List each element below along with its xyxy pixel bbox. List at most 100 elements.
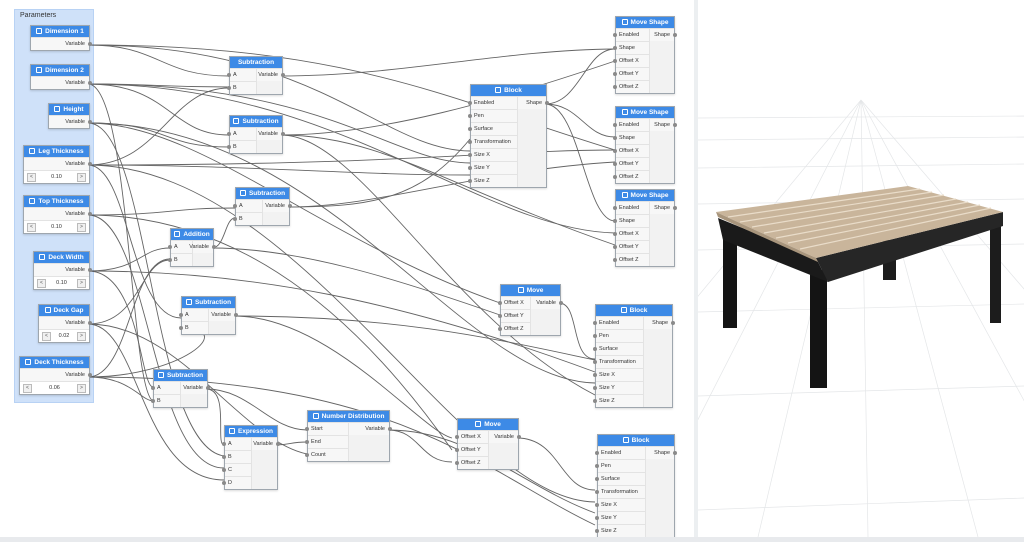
output-port[interactable] <box>88 373 92 377</box>
input-port[interactable] <box>613 162 617 166</box>
input-port[interactable] <box>222 468 226 472</box>
decrement-button[interactable]: < <box>27 223 36 232</box>
leg-thickness-node[interactable]: Leg Thickness Variable <0.10> <box>23 145 92 184</box>
input-port[interactable] <box>227 86 231 90</box>
output-port[interactable] <box>206 386 210 390</box>
input-port[interactable] <box>595 477 599 481</box>
height-node[interactable]: Height Variable <box>48 103 92 129</box>
input-port[interactable] <box>468 140 472 144</box>
node-header[interactable]: Block <box>598 435 674 446</box>
output-port[interactable] <box>671 321 675 325</box>
node-header[interactable]: Subtraction <box>154 370 207 381</box>
node-header[interactable]: Move <box>501 285 560 296</box>
node-header[interactable]: Subtraction <box>236 188 289 199</box>
value-stepper[interactable]: <0.06> <box>20 381 89 394</box>
input-port[interactable] <box>305 427 309 431</box>
input-port[interactable] <box>233 217 237 221</box>
move-node-2[interactable]: Move Offset X Offset Y Offset Z Variable <box>455 418 521 470</box>
input-port[interactable] <box>595 503 599 507</box>
move-shape-node-3[interactable]: Move Shape Enabled Shape Offset X Offset… <box>613 189 677 267</box>
input-port[interactable] <box>468 114 472 118</box>
input-port[interactable] <box>455 435 459 439</box>
input-port[interactable] <box>593 321 597 325</box>
node-header[interactable]: Deck Thickness <box>20 357 89 368</box>
input-port[interactable] <box>613 219 617 223</box>
input-port[interactable] <box>227 145 231 149</box>
input-port[interactable] <box>595 516 599 520</box>
input-port[interactable] <box>595 490 599 494</box>
input-port[interactable] <box>613 46 617 50</box>
block-node-2[interactable]: Block Enabled Pen Surface Transformation… <box>593 304 675 408</box>
input-port[interactable] <box>455 448 459 452</box>
stepper-value[interactable]: 0.10 <box>56 280 67 286</box>
node-header[interactable]: Move Shape <box>616 17 674 28</box>
input-port[interactable] <box>227 132 231 136</box>
input-port[interactable] <box>613 136 617 140</box>
dimension2-node[interactable]: Dimension 2 Variable <box>30 64 92 90</box>
move-node-1[interactable]: Move Offset X Offset Y Offset Z Variable <box>498 284 563 336</box>
node-header[interactable]: Top Thickness <box>24 196 89 207</box>
deck-gap-node[interactable]: Deck Gap Variable <0.02> <box>38 304 92 343</box>
input-port[interactable] <box>468 153 472 157</box>
output-port[interactable] <box>88 268 92 272</box>
move-shape-node-1[interactable]: Move Shape Enabled Shape Offset X Offset… <box>613 16 677 94</box>
input-port[interactable] <box>595 464 599 468</box>
input-port[interactable] <box>222 455 226 459</box>
input-port[interactable] <box>613 33 617 37</box>
stepper-value[interactable]: 0.10 <box>51 224 62 230</box>
output-port[interactable] <box>212 245 216 249</box>
top-thickness-node[interactable]: Top Thickness Variable <0.10> <box>23 195 92 234</box>
input-port[interactable] <box>222 442 226 446</box>
node-header[interactable]: Leg Thickness <box>24 146 89 157</box>
subtraction-node-4[interactable]: Subtraction A B Variable <box>179 296 238 335</box>
input-port[interactable] <box>305 440 309 444</box>
node-header[interactable]: Move <box>458 419 518 430</box>
input-port[interactable] <box>613 258 617 262</box>
output-port[interactable] <box>673 206 677 210</box>
input-port[interactable] <box>593 334 597 338</box>
move-shape-node-2[interactable]: Move Shape Enabled Shape Offset X Offset… <box>613 106 677 184</box>
output-port[interactable] <box>517 435 521 439</box>
output-port[interactable] <box>88 120 92 124</box>
input-port[interactable] <box>595 451 599 455</box>
input-port[interactable] <box>498 314 502 318</box>
node-header[interactable]: Deck Width <box>34 252 89 263</box>
input-port[interactable] <box>593 399 597 403</box>
output-port[interactable] <box>234 313 238 317</box>
input-port[interactable] <box>227 73 231 77</box>
output-port[interactable] <box>673 451 677 455</box>
dimension1-node[interactable]: Dimension 1 Variable <box>30 25 92 51</box>
increment-button[interactable]: > <box>77 279 86 288</box>
output-port[interactable] <box>281 132 285 136</box>
input-port[interactable] <box>613 175 617 179</box>
node-header[interactable]: Subtraction <box>182 297 235 308</box>
output-port[interactable] <box>276 442 280 446</box>
expression-node[interactable]: Expression A B C D Variable <box>222 425 280 490</box>
input-port[interactable] <box>468 127 472 131</box>
input-port[interactable] <box>613 149 617 153</box>
node-header[interactable]: Block <box>596 305 672 316</box>
3d-viewport[interactable] <box>698 0 1024 537</box>
value-stepper[interactable]: <0.10> <box>24 170 89 183</box>
decrement-button[interactable]: < <box>23 384 32 393</box>
input-port[interactable] <box>168 258 172 262</box>
output-port[interactable] <box>288 204 292 208</box>
stepper-value[interactable]: 0.02 <box>58 333 70 339</box>
input-port[interactable] <box>613 245 617 249</box>
input-port[interactable] <box>593 386 597 390</box>
value-stepper[interactable]: <0.10 > <box>34 276 89 289</box>
node-header[interactable]: Subtraction <box>230 57 282 68</box>
decrement-button[interactable]: < <box>37 279 46 288</box>
node-header[interactable]: Move Shape <box>616 190 674 201</box>
input-port[interactable] <box>593 360 597 364</box>
output-port[interactable] <box>545 101 549 105</box>
decrement-button[interactable]: < <box>42 332 51 341</box>
node-header[interactable]: Deck Gap <box>39 305 89 316</box>
panel-splitter[interactable] <box>694 0 698 537</box>
input-port[interactable] <box>468 179 472 183</box>
input-port[interactable] <box>179 313 183 317</box>
node-header[interactable]: Dimension 1 <box>31 26 89 37</box>
input-port[interactable] <box>179 326 183 330</box>
value-stepper[interactable]: <0.02> <box>39 329 89 342</box>
input-port[interactable] <box>593 373 597 377</box>
